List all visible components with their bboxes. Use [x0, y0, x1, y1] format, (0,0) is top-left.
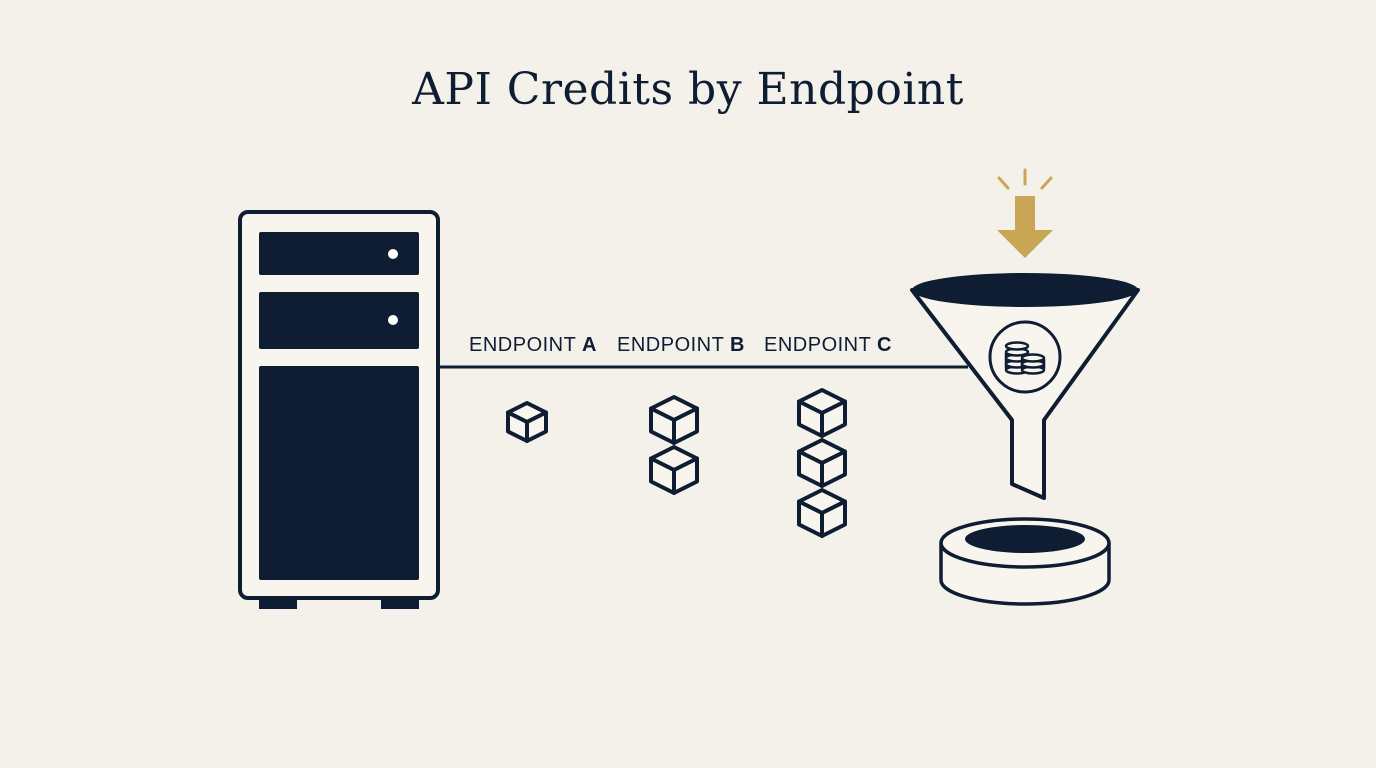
endpoint-b-label: ENDPOINT B [617, 334, 745, 356]
down-arrow-icon [997, 168, 1053, 258]
server-icon [238, 210, 440, 609]
cube-icon [797, 488, 847, 538]
cube-icon [649, 395, 699, 445]
cube-icon [797, 388, 847, 438]
page-title: API Credits by Endpoint [412, 64, 964, 115]
cube-icon [649, 445, 699, 495]
endpoint-a-cube-stack [506, 401, 548, 443]
funnel-icon [910, 273, 1140, 500]
endpoint-a-label: ENDPOINT A [469, 334, 597, 356]
container-ring-icon [939, 517, 1111, 606]
credit-cube-stacks [506, 388, 847, 538]
cube-icon [506, 401, 548, 443]
endpoint-b-cube-stack [649, 395, 699, 495]
endpoint-c-cube-stack [797, 388, 847, 538]
cube-icon [797, 438, 847, 488]
endpoint-c-label: ENDPOINT C [764, 334, 892, 356]
coins-icon [988, 320, 1062, 394]
